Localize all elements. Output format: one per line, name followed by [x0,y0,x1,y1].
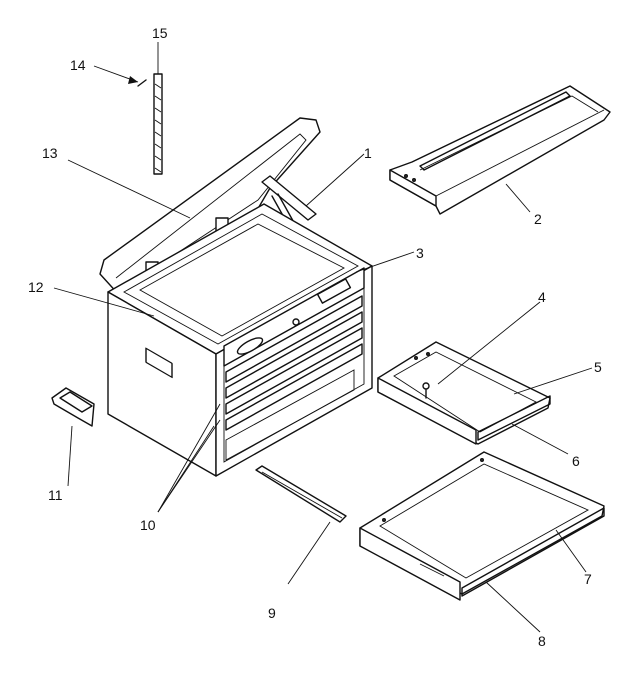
part-small-drawer [377,341,551,445]
callout-10: 10 [140,517,156,533]
part-chest-body [107,203,373,477]
part-tote-tray [389,85,611,215]
part-large-drawer [359,451,605,601]
part-side-handle [51,387,95,427]
callout-12: 12 [28,279,44,295]
callout-11: 11 [48,487,63,503]
callout-5: 5 [594,359,602,375]
callout-2: 2 [534,211,542,227]
callout-8: 8 [538,633,546,649]
callout-14: 14 [70,57,86,73]
callout-9: 9 [268,605,276,621]
callout-7: 7 [584,571,592,587]
part-hinge-pin [137,79,147,87]
part-drawer-slide [255,465,347,523]
callout-1: 1 [364,145,372,161]
callout-labels: 1 2 3 4 5 6 7 8 9 10 11 12 13 14 15 [28,25,602,649]
leader-lines [53,42,593,633]
arrowhead [128,76,138,84]
part-lid [99,117,321,297]
callout-13: 13 [42,145,58,161]
callout-3: 3 [416,245,424,261]
part-hinge-strip [153,73,163,175]
callout-15: 15 [152,25,168,41]
callout-6: 6 [572,453,580,469]
callout-4: 4 [538,289,546,305]
